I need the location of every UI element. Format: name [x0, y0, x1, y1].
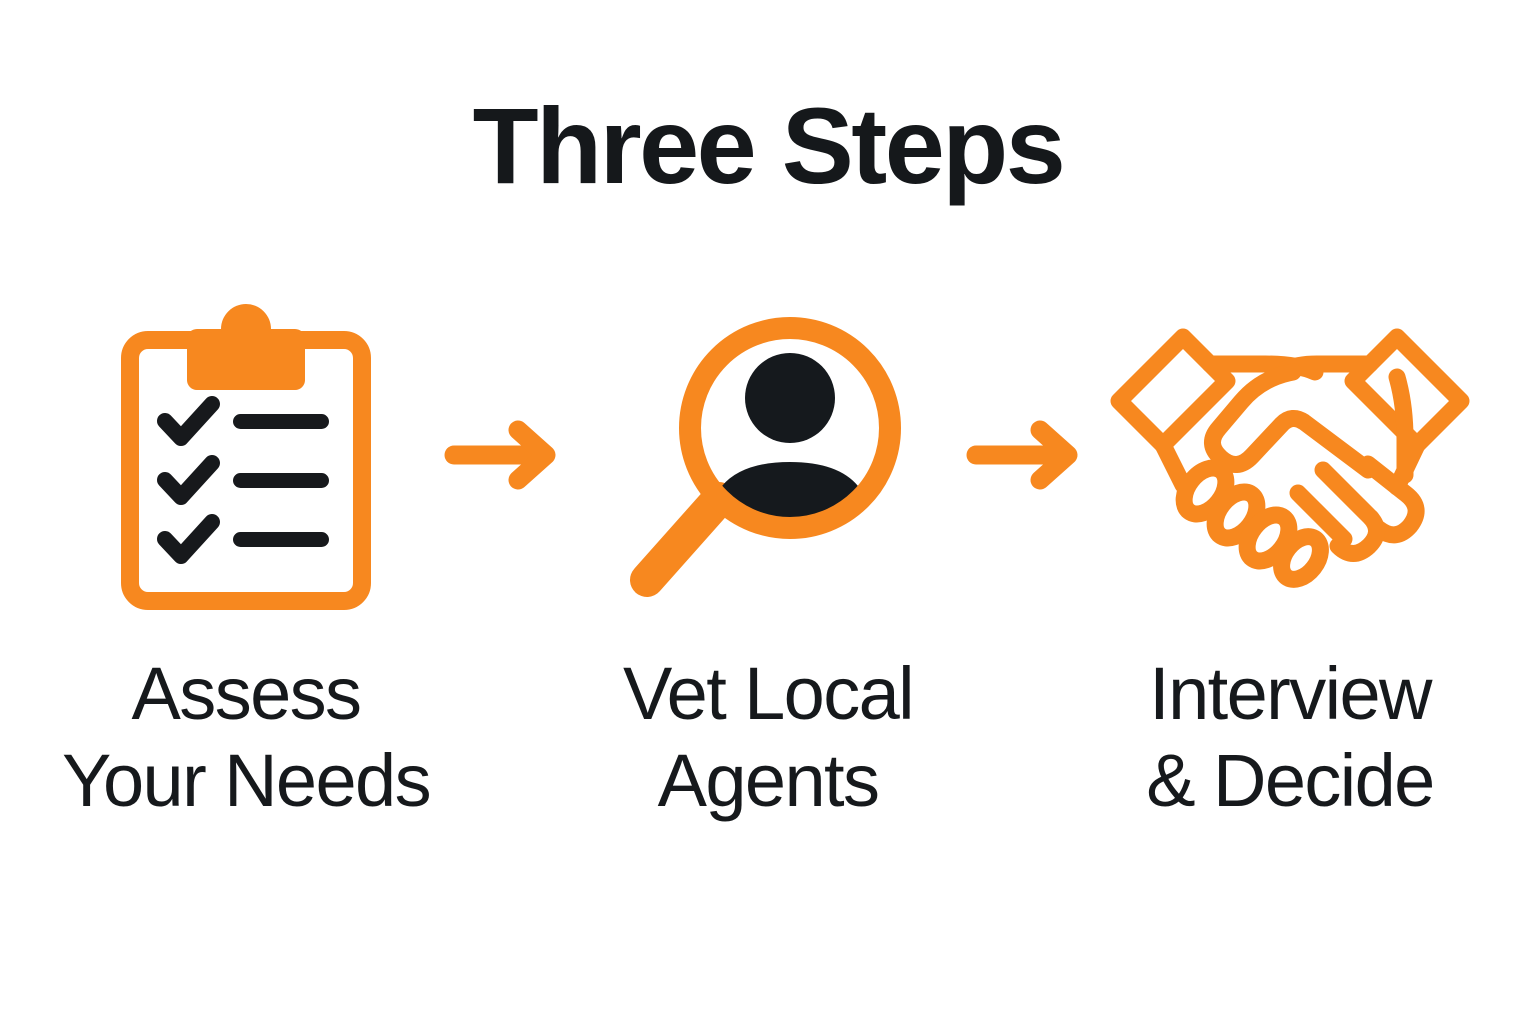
arrow-right-icon: [966, 420, 1078, 490]
step-assess-your-needs: Assess Your Needs: [60, 290, 432, 825]
step-label-vet: Vet Local Agents: [622, 650, 915, 825]
connector-2: [954, 290, 1104, 620]
clipboard-checklist-icon: [121, 290, 371, 620]
step-label-assess: Assess Your Needs: [62, 650, 432, 825]
step-label-line2: Your Needs: [62, 739, 432, 823]
step-label-line1: Assess: [131, 652, 363, 735]
step-label-line1: Interview: [1149, 652, 1432, 735]
step-label-line2: & Decide: [1146, 739, 1435, 823]
step-label-interview: Interview & Decide: [1146, 650, 1435, 825]
step-label-line2: Agents: [657, 739, 880, 823]
step-interview-and-decide: Interview & Decide: [1104, 290, 1476, 825]
arrow-right-icon: [444, 420, 556, 490]
step-label-line1: Vet Local: [622, 652, 915, 735]
page-title: Three Steps: [472, 85, 1066, 206]
step-vet-local-agents: Vet Local Agents: [582, 290, 954, 825]
handshake-icon: [1105, 290, 1475, 620]
magnifier-person-icon: [618, 290, 918, 620]
connector-1: [432, 290, 582, 620]
steps-row: Assess Your Needs: [60, 290, 1476, 850]
